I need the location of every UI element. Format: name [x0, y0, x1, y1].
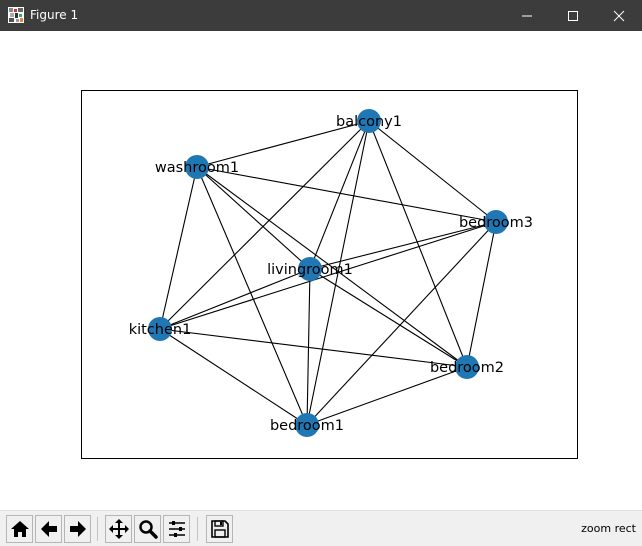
graph-edge-washroom1-bedroom2 [196, 166, 468, 368]
toolbar-separator [97, 517, 98, 541]
close-icon [613, 10, 625, 22]
graph-node-label-bedroom1: bedroom1 [270, 418, 344, 434]
navigation-toolbar: zoom rect [0, 510, 642, 546]
graph-edge-balcony1-kitchen1 [159, 120, 370, 330]
graph-node-balcony1 [357, 109, 381, 133]
back-arrow-icon [41, 521, 57, 537]
graph-node-label-kitchen1: kitchen1 [129, 322, 192, 338]
graph-node-label-livingroom1: livingroom1 [267, 262, 353, 278]
graph-edge-bedroom3-bedroom1 [306, 221, 497, 426]
minimize-button[interactable] [504, 0, 550, 31]
window-title: Figure 1 [30, 8, 79, 22]
graph-edge-balcony1-bedroom3 [368, 120, 497, 223]
configure-subplots-icon [169, 521, 185, 537]
back-button[interactable] [35, 515, 62, 543]
graph-edge-kitchen1-bedroom1 [159, 328, 308, 426]
graph-node-washroom1 [185, 155, 209, 179]
graph-edge-washroom1-bedroom1 [196, 166, 308, 426]
title-bar[interactable]: Figure 1 [0, 0, 642, 31]
zoom-icon [139, 520, 158, 539]
forward-arrow-icon [70, 521, 86, 537]
configure-subplots-button[interactable] [163, 515, 190, 543]
home-icon [11, 521, 29, 537]
graph-node-livingroom1 [298, 257, 322, 281]
graph-edge-livingroom1-kitchen1 [159, 268, 311, 330]
graph-node-label-bedroom3: bedroom3 [459, 215, 533, 231]
graph-edge-livingroom1-bedroom2 [309, 268, 468, 368]
zoom-button[interactable] [134, 515, 161, 543]
graph-edge-balcony1-bedroom1 [306, 120, 370, 426]
pan-button[interactable] [105, 515, 132, 543]
graph-edge-bedroom2-bedroom1 [306, 366, 468, 426]
home-button[interactable] [6, 515, 33, 543]
labels-layer: balcony1 washroom1 bedroom3 livingroom1 kitc… [129, 114, 533, 434]
graph-node-bedroom3 [484, 210, 508, 234]
graph-edge-bedroom3-livingroom1 [309, 221, 497, 270]
save-button[interactable] [206, 515, 233, 543]
graph-edge-bedroom3-kitchen1 [159, 221, 497, 330]
maximize-button[interactable] [550, 0, 596, 31]
graph-plot: balcony1 washroom1 bedroom3 livingroom1 kitc… [81, 90, 578, 459]
toolbar-separator [197, 517, 198, 541]
graph-node-label-balcony1: balcony1 [336, 114, 402, 130]
edges-layer [159, 120, 497, 426]
matplotlib-figure-icon [8, 7, 24, 23]
status-message: zoom rect [581, 522, 636, 535]
graph-edge-washroom1-bedroom3 [196, 166, 497, 223]
graph-node-kitchen1 [148, 317, 172, 341]
figure-canvas[interactable]: balcony1 washroom1 bedroom3 livingroom1 kitc… [0, 31, 642, 510]
graph-edge-bedroom3-bedroom2 [466, 221, 497, 368]
graph-node-label-bedroom2: bedroom2 [430, 360, 504, 376]
graph-node-label-washroom1: washroom1 [155, 160, 239, 176]
graph-node-bedroom1 [295, 413, 319, 437]
close-button[interactable] [596, 0, 642, 31]
graph-node-bedroom2 [455, 355, 479, 379]
graph-edge-washroom1-livingroom1 [196, 166, 311, 270]
nodes-layer [148, 109, 508, 437]
graph-edge-balcony1-washroom1 [196, 120, 370, 168]
graph-edge-balcony1-bedroom2 [368, 120, 468, 368]
graph-edge-kitchen1-bedroom2 [159, 328, 468, 368]
graph-edge-washroom1-kitchen1 [159, 166, 198, 330]
maximize-icon [568, 11, 578, 21]
forward-button[interactable] [64, 515, 91, 543]
pan-icon [109, 519, 129, 539]
minimize-icon [522, 15, 532, 17]
save-icon [211, 520, 229, 538]
graph-edge-balcony1-livingroom1 [309, 120, 370, 270]
